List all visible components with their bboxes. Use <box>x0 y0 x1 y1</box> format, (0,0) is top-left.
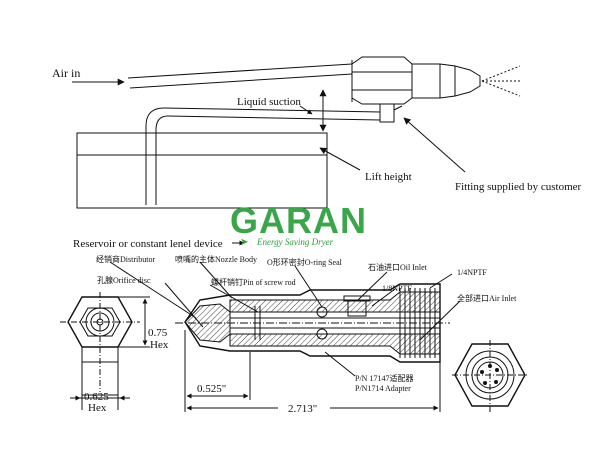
garan-logo: GARAN Energy Saving Dryer ➤ <box>230 200 368 248</box>
part-leaders <box>109 261 461 377</box>
dim-2713: 2.713" <box>288 403 317 415</box>
spray-cone <box>481 65 522 97</box>
liquid-suction-label: Liquid suction <box>237 96 301 108</box>
label-air-inlet: 全部进口Air Inlet <box>457 293 517 303</box>
label-screw-pin: 螺杆销钉Pin of screw rod <box>211 277 296 287</box>
right-hex-view <box>452 340 528 412</box>
label-npt-quarter: 1/4NPTF <box>457 268 487 277</box>
arrow-icon: ➤ <box>240 237 248 248</box>
left-hex-view <box>60 292 150 410</box>
oil-inlet-port <box>347 299 367 317</box>
label-o-ring: O形环密封O-ring Seal <box>267 257 343 267</box>
label-oil-inlet: 石油进口Oil Inlet <box>368 262 428 272</box>
fitting <box>379 103 395 123</box>
air-in-label: Air in <box>52 66 80 80</box>
label-adapter-cn: P/N 17147适配器 <box>355 373 413 383</box>
fitting-label: Fitting supplied by customer <box>455 181 582 193</box>
label-orifice: 孔腺Orifice disc <box>97 275 151 285</box>
dim-075: 0.75 <box>148 327 168 339</box>
siphon-setup <box>72 56 522 209</box>
lift-height-label: Lift height <box>365 171 412 183</box>
logo-name: GARAN <box>230 200 367 241</box>
label-distributor: 经销商Distributor <box>96 254 155 264</box>
nozzle-cross-section <box>175 283 450 363</box>
length-dimensions <box>184 330 441 412</box>
nozzle-cap <box>412 63 456 99</box>
air-pipe <box>127 63 353 79</box>
label-nozzle-body: 喷嘴的主体Nozzle Body <box>175 254 257 264</box>
label-adapter-en: P/N1714 Adapter <box>355 384 411 393</box>
hex-nut <box>351 56 413 105</box>
dim-0625-hex: Hex <box>88 402 107 414</box>
dim-075-hex: Hex <box>150 339 169 351</box>
hex-outline-right <box>454 343 526 407</box>
o-ring <box>316 328 328 340</box>
reservoir <box>76 132 328 209</box>
reservoir-label: Reservoir or constant lenel device <box>73 238 223 250</box>
suction-tube <box>145 107 381 205</box>
logo-tagline: Energy Saving Dryer <box>256 237 334 247</box>
dim-0525: 0.525" <box>197 383 226 395</box>
dim-0625: 0.625 <box>84 391 109 403</box>
label-npt-eighth: 1/8NPTF <box>382 284 412 293</box>
